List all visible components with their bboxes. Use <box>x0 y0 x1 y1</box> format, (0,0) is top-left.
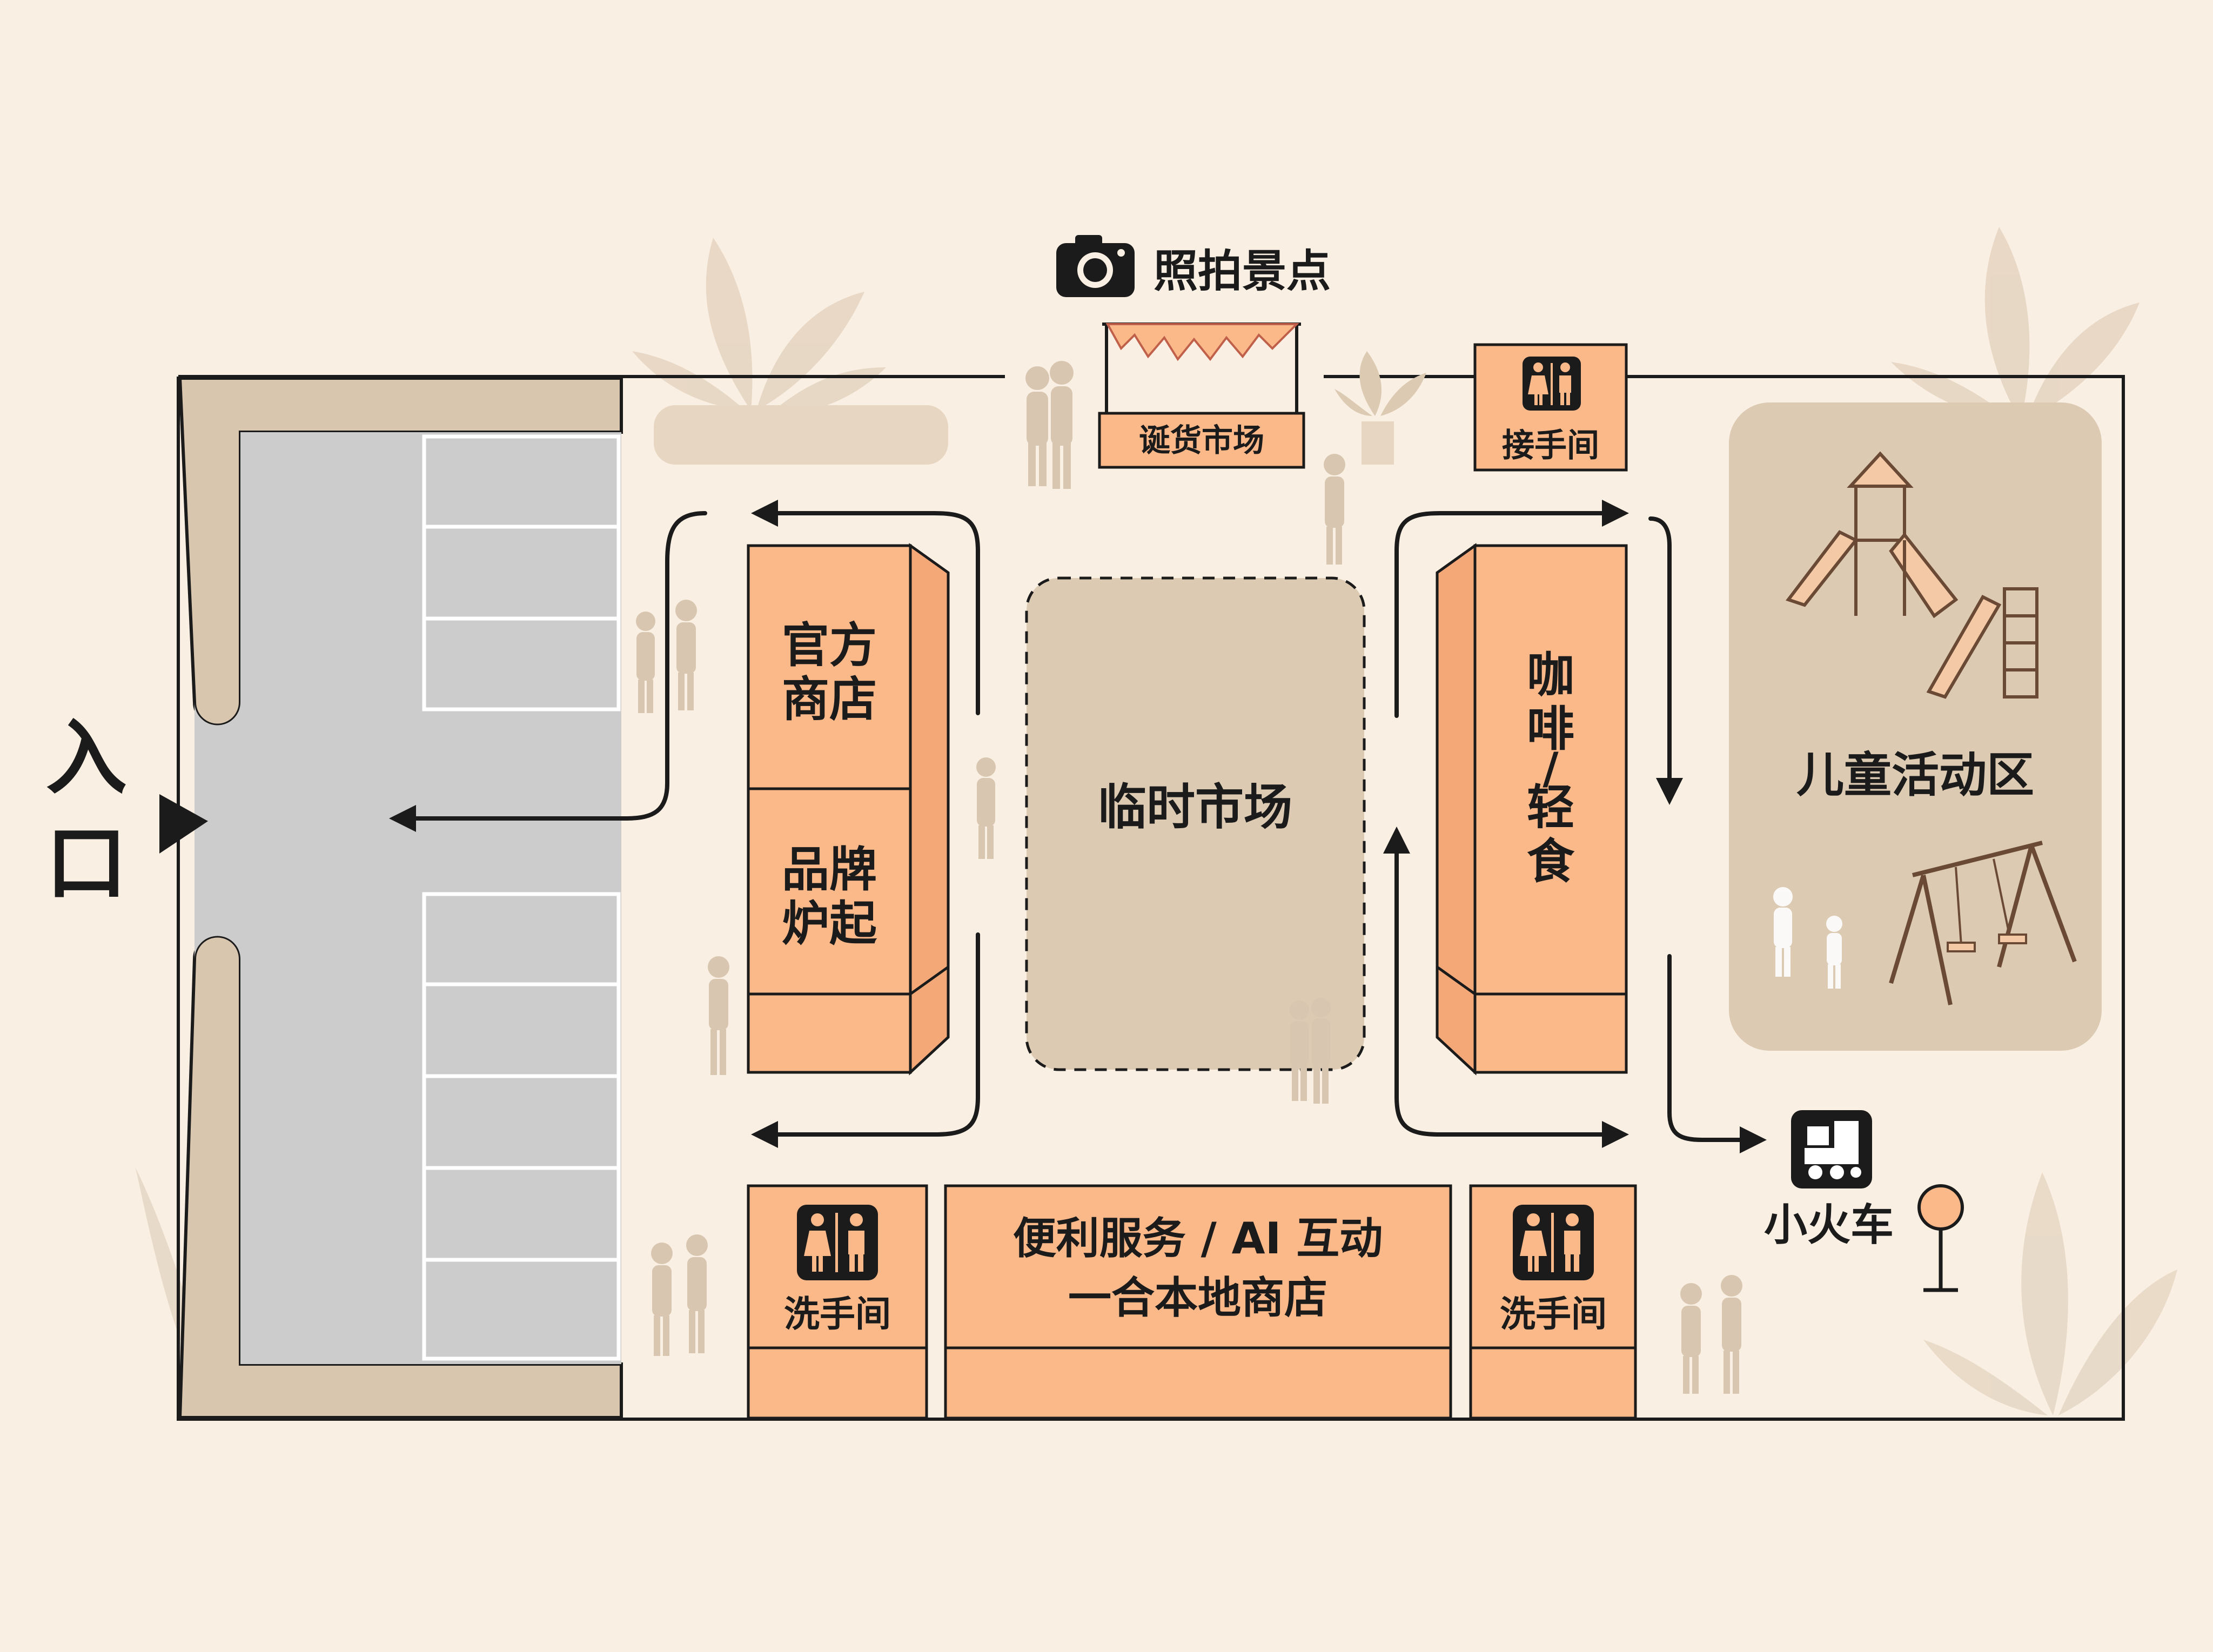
bunting-flags-icon <box>1105 323 1299 361</box>
cafe-label-char-2: 啡 <box>1527 701 1574 757</box>
stop-sign-icon <box>1917 1184 1964 1292</box>
photo-spot[interactable]: 照拍景点 <box>1056 235 1331 297</box>
cafe-label-char-5: 食 <box>1527 834 1575 889</box>
kids-area-label: 儿童活动区 <box>1796 747 2034 803</box>
person-icon <box>1311 998 1331 1104</box>
parking-stalls <box>422 434 621 1361</box>
planter-bed-top <box>654 405 948 465</box>
restroom-icon <box>797 1205 878 1280</box>
official-store-label-line1: 官方 <box>782 617 877 673</box>
temporary-market-label: 临时市场 <box>1098 779 1292 836</box>
top-restroom[interactable]: 接手间 <box>1473 343 1628 472</box>
restroom-left-label: 洗手间 <box>784 1293 891 1335</box>
restroom-icon <box>1523 357 1581 411</box>
flow-arrow-to-train <box>1667 954 1753 1142</box>
cafe-label-char-4: 轻 <box>1527 780 1574 835</box>
camera-icon <box>1056 235 1135 297</box>
people-silhouettes <box>636 361 1842 1394</box>
train-stop[interactable]: 小火车 <box>1764 1110 1964 1292</box>
flow-arrow-right-bottom <box>1394 838 1615 1137</box>
person-icon <box>1773 887 1793 977</box>
person-icon <box>1721 1275 1742 1394</box>
potted-plant-icon <box>1334 351 1426 465</box>
parking-wall <box>178 377 623 727</box>
person-icon <box>651 1243 673 1356</box>
flow-arrow-to-parking <box>400 511 707 821</box>
flow-arrowheads <box>389 500 1767 1153</box>
photo-spot-label: 照拍景点 <box>1154 246 1331 297</box>
person-icon <box>1025 366 1049 486</box>
temporary-market[interactable]: 临时市场 <box>1025 576 1366 1071</box>
person-icon <box>1290 1000 1309 1101</box>
person-icon <box>686 1234 708 1353</box>
plant-decoration-top-right <box>1891 227 2140 421</box>
cafe-label-char-1: 咖 <box>1527 647 1574 703</box>
entrance-char-2: 口 <box>46 817 127 911</box>
flow-arrow-left-top <box>765 511 980 715</box>
service-block-label-line2: 一合本地商店 <box>1068 1273 1327 1323</box>
restroom-left[interactable]: 洗手间 <box>747 1184 928 1420</box>
person-icon <box>976 757 996 859</box>
top-restroom-label: 接手间 <box>1502 427 1599 465</box>
flow-arrow-down-right <box>1648 516 1672 785</box>
parking-lot <box>195 432 621 1364</box>
plant-decoration-top-left <box>632 238 886 416</box>
brand-store-label-line1: 品牌 <box>782 842 877 897</box>
entrance[interactable]: 入 口 <box>46 711 208 911</box>
official-brand-building[interactable]: 官方 商店 品牌 炉起 <box>747 543 950 1076</box>
plant-decoration-bottom-right <box>1923 1172 2177 1415</box>
restroom-right[interactable]: 洗手间 <box>1469 1184 1637 1420</box>
flow-arrow-right-top <box>1394 511 1615 718</box>
person-icon <box>675 600 697 710</box>
service-block[interactable]: 便利服务 / AI 互动 一合本地商店 <box>944 1184 1452 1420</box>
swing-set-icon <box>1889 841 2077 1005</box>
entrance-char-1: 入 <box>46 711 127 805</box>
restroom-icon <box>1513 1205 1594 1280</box>
person-icon <box>1826 916 1842 989</box>
person-icon <box>708 956 729 1075</box>
official-store-label-line2: 商店 <box>782 671 877 727</box>
flow-arrow-left-bottom <box>765 932 980 1137</box>
cafe-building[interactable]: 咖 啡 / 轻 食 <box>1436 543 1628 1076</box>
person-icon <box>1050 361 1074 489</box>
person-icon <box>636 612 655 713</box>
cafe-label-char-3: / <box>1543 743 1559 794</box>
person-icon <box>1680 1283 1702 1394</box>
xmas-market-stall[interactable]: 诞货市场 <box>1098 323 1305 469</box>
playhouse-slide-icon <box>1786 451 1959 619</box>
entrance-arrow-icon <box>159 794 208 854</box>
person-icon <box>1324 454 1345 565</box>
brand-store-label-line2: 炉起 <box>782 896 877 951</box>
xmas-market-label: 诞货市场 <box>1139 422 1264 459</box>
flow-arrows <box>400 511 1753 1142</box>
kids-activity-area[interactable]: 儿童活动区 <box>1729 402 2102 1051</box>
restroom-right-label: 洗手间 <box>1500 1293 1607 1335</box>
train-icon <box>1791 1110 1872 1188</box>
slide-icon <box>1926 587 2038 699</box>
service-block-label-line1: 便利服务 / AI 互动 <box>1013 1213 1383 1264</box>
train-label: 小火车 <box>1764 1200 1894 1250</box>
